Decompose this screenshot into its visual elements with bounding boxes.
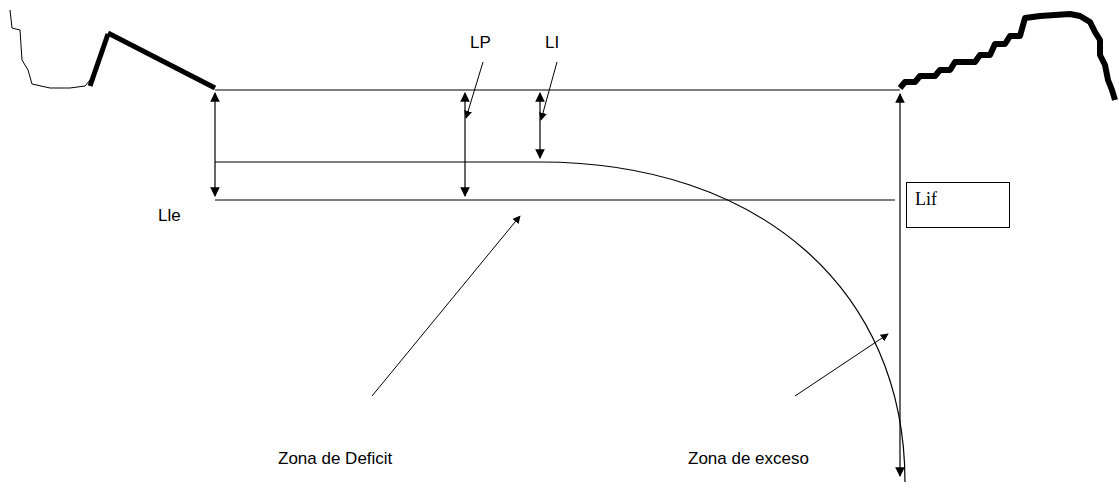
dimension-label: Lif [907, 183, 1009, 216]
zone-label: Zona de Deficit [278, 450, 392, 469]
deficit-pointer [372, 216, 520, 396]
lp-leader [466, 62, 483, 118]
lif-dimension [899, 94, 900, 476]
left-bank [108, 33, 215, 88]
dimension-box: Lif [906, 182, 1010, 228]
lp-dimension [464, 93, 465, 196]
lle-dimension [214, 93, 215, 196]
dimension-label: Lle [158, 207, 181, 226]
surface-level [215, 89, 900, 90]
design-level [215, 199, 895, 200]
excess-pointer [795, 334, 888, 396]
water-table-curve [215, 162, 905, 482]
left-terrain [10, 10, 90, 88]
dimension-label: LP [470, 34, 491, 53]
dimension-label: LI [545, 34, 559, 53]
li-leader [541, 62, 557, 120]
right-terrain [900, 14, 1115, 100]
left-slope [90, 34, 108, 86]
li-dimension [539, 93, 540, 158]
zone-label: Zona de exceso [688, 450, 809, 469]
